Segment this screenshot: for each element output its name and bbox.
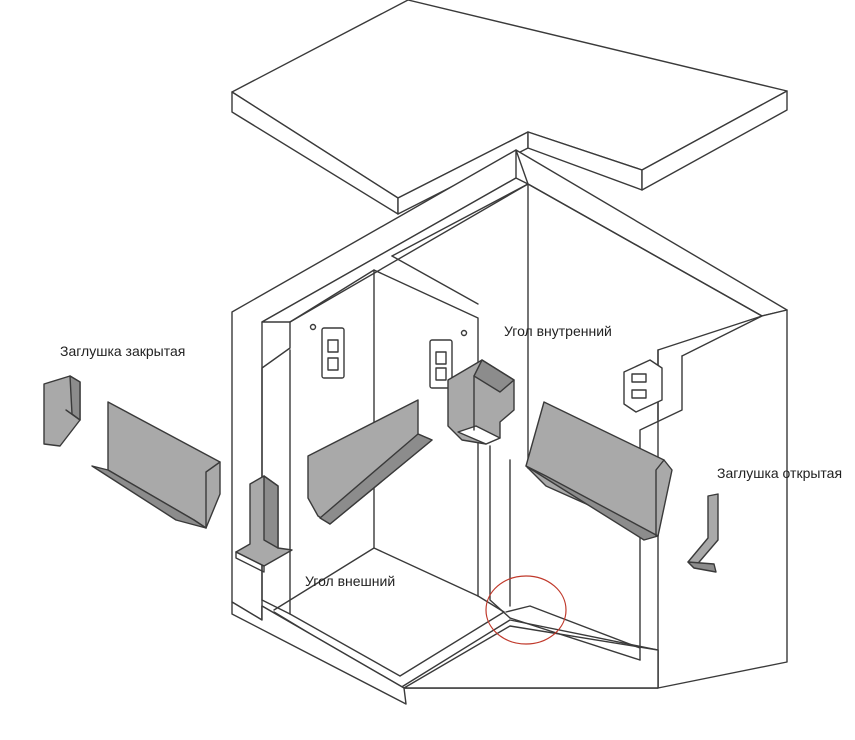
inner-corner-piece [447, 359, 515, 445]
plinth-panel-left [91, 401, 221, 529]
label-inner-corner: Угол внутренний [504, 323, 612, 339]
wall-bracket-left [309, 323, 345, 379]
open-end-cap [687, 493, 719, 573]
outer-corner-piece [235, 475, 293, 573]
label-open-end-cap: Заглушка открытая [717, 465, 843, 481]
countertop [231, 0, 788, 215]
closed-end-cap [43, 375, 81, 447]
highlight-circle [485, 575, 567, 645]
label-outer-corner: Угол внешний [305, 573, 396, 589]
cabinet-body [231, 149, 788, 705]
plinth-panel-middle [307, 399, 433, 525]
plinth-panel-right [525, 401, 673, 541]
wall-bracket-middle [429, 329, 468, 389]
wall-bracket-right [623, 359, 663, 413]
label-closed-end-cap: Заглушка закрытая [60, 343, 186, 359]
